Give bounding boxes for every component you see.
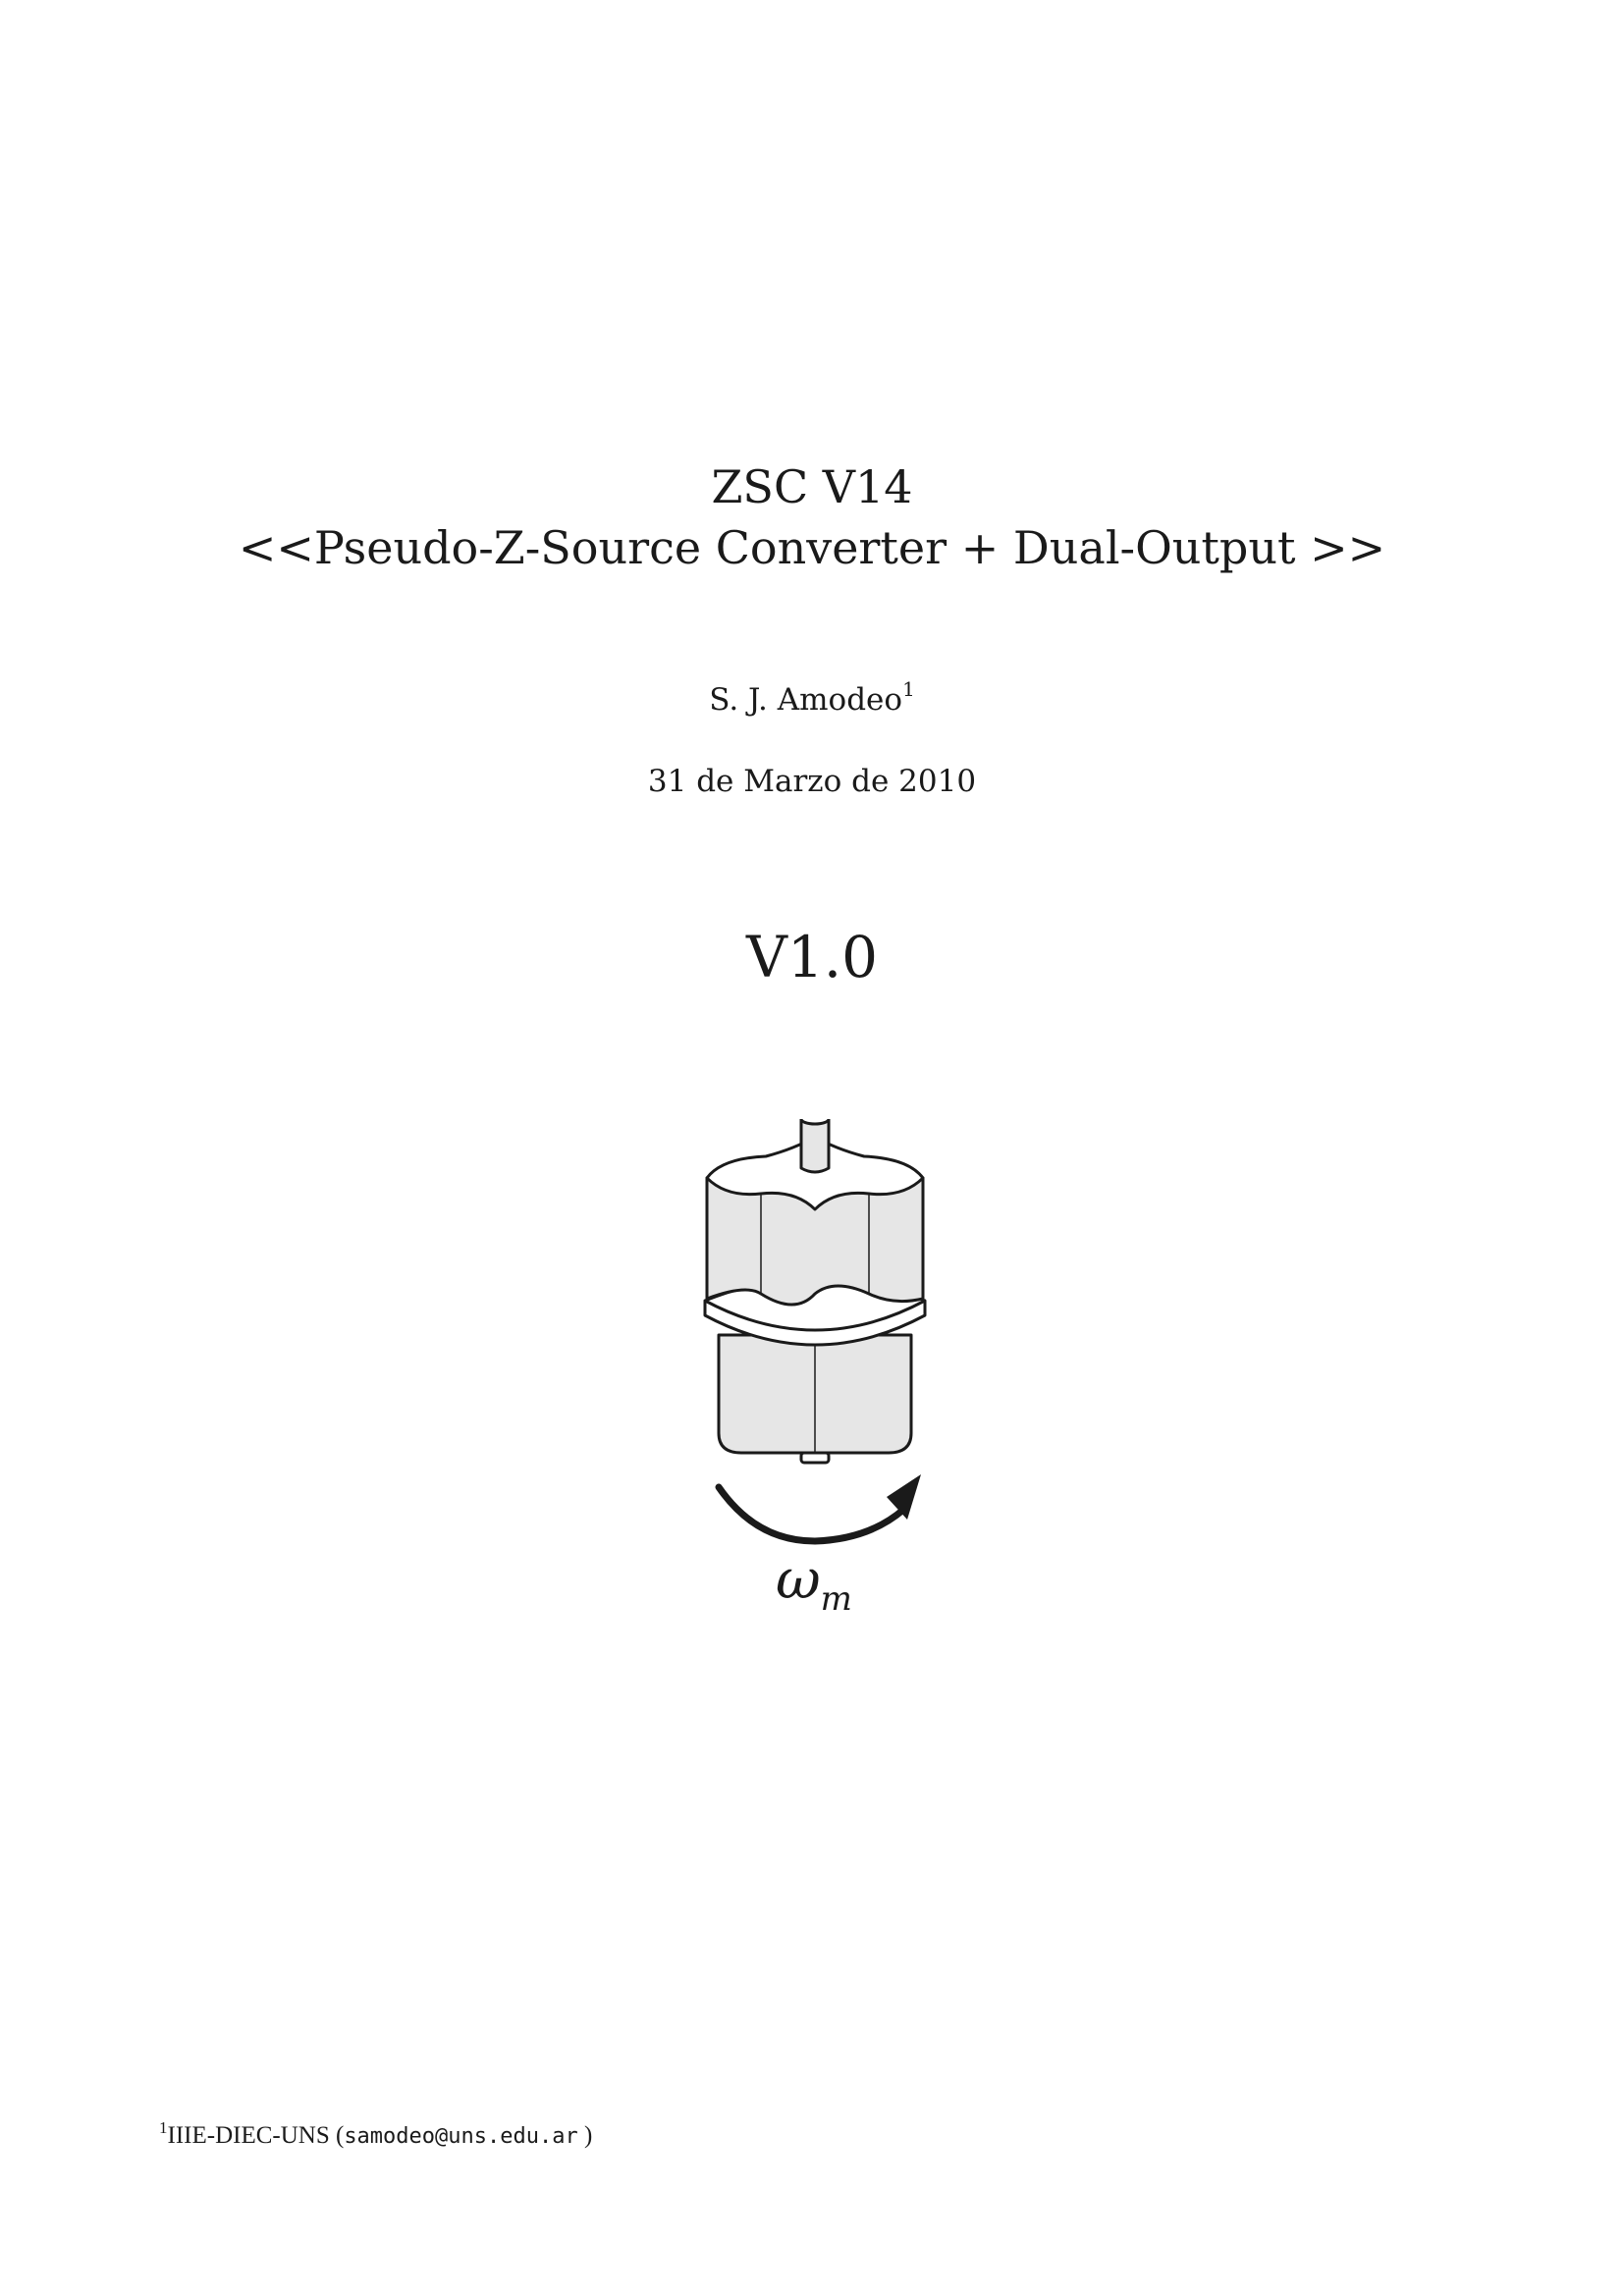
- author-footnote-mark: 1: [902, 677, 915, 701]
- document-title-line2: <<Pseudo-Z-Source Converter + Dual-Outpu…: [238, 521, 1386, 574]
- footnote-email: samodeo@uns.edu.ar: [344, 2124, 578, 2149]
- footnote-close-paren: ): [577, 2122, 593, 2149]
- flange-ring: [703, 1299, 927, 1347]
- footnote: 1IIIE-DIEC-UNS (samodeo@uns.edu.ar ): [159, 2118, 593, 2153]
- version-label: V1.0: [745, 924, 879, 990]
- footnote-mark: 1: [159, 2118, 168, 2137]
- author: S. J. Amodeo1: [0, 677, 1624, 720]
- bottom-shaft: [799, 1451, 831, 1465]
- rotation-arrowhead-icon: [887, 1474, 921, 1520]
- top-shaft-cap: [799, 1119, 831, 1126]
- top-shaft: [799, 1119, 831, 1174]
- angular-velocity-label: ωm: [776, 1551, 893, 1620]
- motor-rotor-illustration: [703, 1119, 927, 1545]
- omega-symbol: ω: [776, 1548, 821, 1612]
- document-date: 31 de Marzo de 2010: [647, 764, 977, 799]
- document-title-line1: ZSC V14: [711, 460, 913, 513]
- rotation-arrow: [715, 1483, 907, 1545]
- omega-subscript: m: [820, 1579, 852, 1619]
- footnote-affiliation: IIIE-DIEC-UNS: [167, 2122, 330, 2149]
- author-name: S. J. Amodeo: [709, 682, 903, 718]
- footnote-open-paren: (: [335, 2122, 345, 2149]
